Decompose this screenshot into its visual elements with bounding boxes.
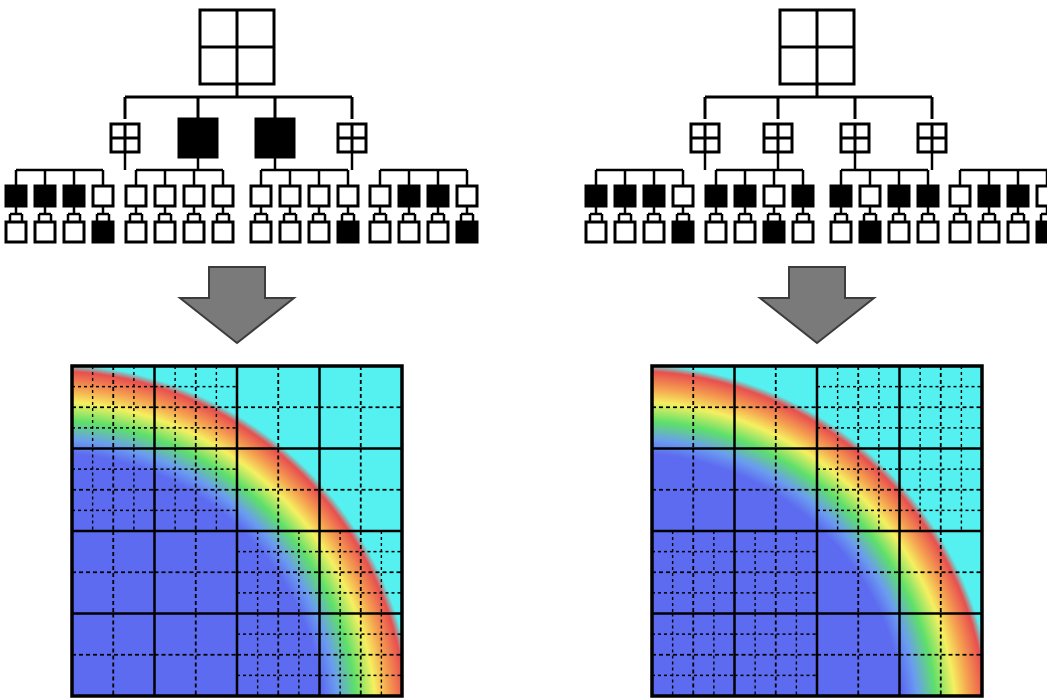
tree-level2-bottom-box — [858, 220, 882, 244]
tree-level2-bottom-box — [426, 220, 450, 244]
tree-level2-top-box — [948, 184, 972, 208]
tree-root-node — [198, 8, 276, 86]
tree-level2-top-box — [887, 184, 911, 208]
tree-level2-bottom-box — [642, 220, 666, 244]
tree-level2-bottom-box — [829, 220, 853, 244]
tree-level2-top-box — [153, 184, 177, 208]
tree-level1-node — [336, 122, 368, 154]
down-arrow — [177, 266, 297, 345]
tree-level2-top-box — [62, 184, 86, 208]
mesh-border — [70, 364, 404, 698]
tree-level2-bottom-box — [33, 220, 57, 244]
tree-level2-bottom-box — [948, 220, 972, 244]
tree-level1-node — [689, 122, 721, 154]
tree-level2-bottom-box — [584, 220, 608, 244]
refinement-tree — [4, 8, 479, 244]
tree-level2-top-box — [1035, 184, 1047, 208]
tree-level2-bottom-box — [887, 220, 911, 244]
mesh-grid — [70, 364, 404, 698]
tree-level2-top-box — [762, 184, 786, 208]
tree-level2-bottom-box — [368, 220, 392, 244]
tree-level1-node — [109, 122, 141, 154]
tree-level2-top-box — [977, 184, 1001, 208]
tree-level2-top-box — [671, 184, 695, 208]
tree-level2-top-box — [278, 184, 302, 208]
tree-level2-bottom-box — [791, 220, 815, 244]
tree-level2-top-box — [336, 184, 360, 208]
tree-level2-bottom-box — [153, 220, 177, 244]
tree-level1-node — [916, 122, 948, 154]
tree-level2-top-box — [4, 184, 28, 208]
tree-level2-top-box — [455, 184, 479, 208]
tree-level2-bottom-box — [4, 220, 28, 244]
tree-level2-top-box — [91, 184, 115, 208]
mesh-grid — [650, 364, 984, 698]
tree-level2-top-box — [791, 184, 815, 208]
tree-level1-node — [762, 122, 794, 154]
tree-level1-node — [839, 122, 871, 154]
tree-level2-top-box — [858, 184, 882, 208]
tree-level2-bottom-box — [124, 220, 148, 244]
tree-level2-top-box — [33, 184, 57, 208]
tree-level2-top-box — [182, 184, 206, 208]
left-panel — [4, 8, 479, 698]
tree-level2-top-box — [249, 184, 273, 208]
tree-level1-leaf — [254, 117, 296, 159]
tree-level2-bottom-box — [397, 220, 421, 244]
tree-level2-top-box — [397, 184, 421, 208]
tree-level2-bottom-box — [1035, 220, 1047, 244]
tree-level2-top-box — [642, 184, 666, 208]
tree-level2-top-box — [916, 184, 940, 208]
mesh-border — [650, 364, 984, 698]
tree-level2-bottom-box — [278, 220, 302, 244]
tree-level2-top-box — [829, 184, 853, 208]
tree-level2-top-box — [704, 184, 728, 208]
tree-level2-top-box — [584, 184, 608, 208]
tree-level2-top-box — [368, 184, 392, 208]
tree-level2-top-box — [211, 184, 235, 208]
tree-level2-bottom-box — [977, 220, 1001, 244]
tree-level2-top-box — [124, 184, 148, 208]
tree-level2-bottom-box — [671, 220, 695, 244]
mesh-view — [70, 364, 404, 698]
tree-level1-leaf — [177, 117, 219, 159]
tree-level2-bottom-box — [91, 220, 115, 244]
tree-level2-bottom-box — [613, 220, 637, 244]
tree-level2-top-box — [733, 184, 757, 208]
tree-root-node — [778, 8, 856, 86]
tree-level2-bottom-box — [249, 220, 273, 244]
tree-level2-bottom-box — [455, 220, 479, 244]
tree-level2-top-box — [426, 184, 450, 208]
tree-level2-bottom-box — [182, 220, 206, 244]
down-arrow — [757, 266, 877, 345]
refinement-tree — [584, 8, 1047, 244]
tree-level2-bottom-box — [336, 220, 360, 244]
tree-level2-top-box — [1006, 184, 1030, 208]
tree-level2-bottom-box — [704, 220, 728, 244]
tree-level2-bottom-box — [307, 220, 331, 244]
tree-level2-bottom-box — [762, 220, 786, 244]
tree-level2-bottom-box — [1006, 220, 1030, 244]
tree-level2-top-box — [307, 184, 331, 208]
tree-level2-bottom-box — [733, 220, 757, 244]
tree-level2-bottom-box — [916, 220, 940, 244]
mesh-view — [650, 364, 984, 698]
tree-level2-bottom-box — [211, 220, 235, 244]
tree-level2-bottom-box — [62, 220, 86, 244]
tree-level2-top-box — [613, 184, 637, 208]
right-panel — [584, 8, 1047, 698]
